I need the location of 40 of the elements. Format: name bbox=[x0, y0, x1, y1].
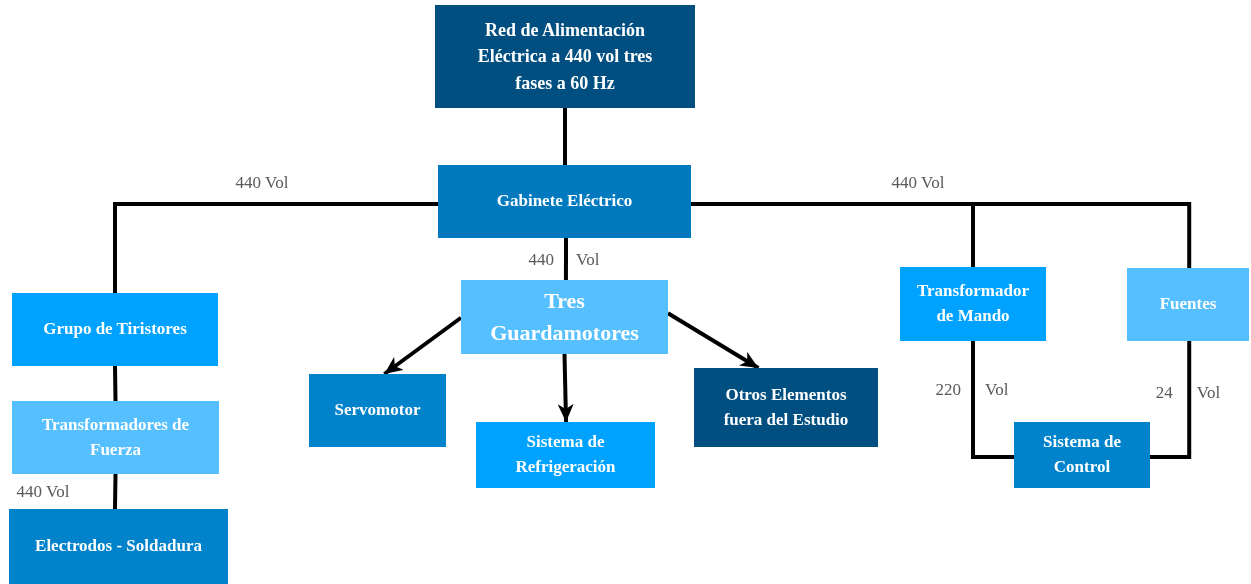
edge-label: 24 Vol bbox=[1155, 383, 1221, 403]
node-text: Gabinete Eléctrico bbox=[496, 190, 633, 213]
connector-line bbox=[113, 473, 118, 510]
node-text: Red de Alimentación Eléctrica a 440 vol tres fases a 60 Hz bbox=[476, 19, 654, 95]
process-box bbox=[1127, 268, 1249, 341]
connector-line bbox=[113, 365, 118, 402]
process-box bbox=[12, 401, 219, 474]
process-box bbox=[12, 293, 218, 366]
node-text: Servomotor bbox=[334, 399, 421, 422]
process-box bbox=[900, 267, 1046, 341]
process-box bbox=[435, 5, 695, 108]
node-text: Sistema de Control bbox=[1042, 431, 1122, 478]
process-box bbox=[1014, 422, 1150, 488]
process-box bbox=[694, 368, 878, 447]
connector-line bbox=[1150, 341, 1192, 459]
process-box bbox=[9, 509, 228, 584]
process-box bbox=[476, 422, 655, 488]
arrow bbox=[383, 316, 463, 376]
node-text: Grupo de Tiristores bbox=[43, 318, 187, 341]
edge-label: 440 Vol bbox=[891, 173, 945, 193]
edge-label: 440 Vol bbox=[16, 482, 70, 502]
arrow bbox=[557, 353, 574, 423]
process-box bbox=[438, 165, 691, 238]
node-text: Tres Guardamotores bbox=[490, 287, 639, 347]
connector-line bbox=[691, 202, 1192, 268]
node-text: Transformador de Mando bbox=[915, 280, 1031, 327]
connector-line bbox=[113, 202, 438, 293]
connector-line bbox=[563, 238, 568, 280]
node-text: Transformadores de Fuerza bbox=[40, 413, 191, 461]
node-text: Fuentes bbox=[1159, 293, 1217, 316]
edge-label: 440 Vol bbox=[235, 173, 289, 193]
edge-label: 220 Vol bbox=[935, 380, 1009, 400]
connector-line bbox=[563, 108, 567, 165]
node-text: Electrodos - Soldadura bbox=[35, 535, 202, 558]
node-text: Otros Elementos fuera del Estudio bbox=[722, 383, 850, 431]
process-box bbox=[461, 280, 668, 354]
connector-line bbox=[971, 341, 1014, 459]
edge-label: 440 Vol bbox=[528, 250, 600, 270]
node-text: Sistema de Refrigeración bbox=[514, 431, 617, 478]
process-box bbox=[309, 374, 446, 447]
